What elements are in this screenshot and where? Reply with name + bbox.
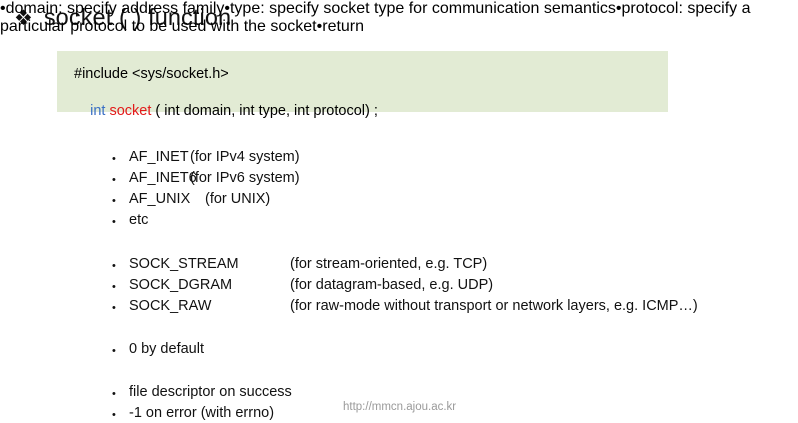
bullet-icon: • xyxy=(0,0,6,17)
sub-bullet-icon: • xyxy=(112,260,116,272)
sub-bullet-icon: • xyxy=(112,281,116,293)
watermark-url: http://mmcn.ajou.ac.kr xyxy=(343,401,457,413)
sub-bullet-icon: • xyxy=(112,195,116,207)
outline-level2-note: (for stream-oriented, e.g. TCP) xyxy=(290,256,488,272)
outline-level2-label: 0 by default xyxy=(129,341,204,357)
code-function-socket: socket xyxy=(109,102,152,119)
outline-level2-note: (for UNIX) xyxy=(205,191,271,207)
outline-level2-label: AF_UNIX xyxy=(129,191,191,207)
outline-level2-label: AF_INET6 xyxy=(129,170,197,186)
diamond-bullet-icon: ❖ xyxy=(14,7,33,31)
code-line-prototype: int socket ( int domain, int type, int p… xyxy=(74,89,378,133)
outline-level2-label: SOCK_DGRAM xyxy=(129,277,233,293)
outline-level1-label: return xyxy=(322,18,365,35)
sub-bullet-icon: • xyxy=(112,153,116,165)
sub-bullet-icon: • xyxy=(112,409,116,421)
outline-level2-label: SOCK_STREAM xyxy=(129,256,239,272)
page-title-text: socket ( ) function xyxy=(43,4,232,30)
outline-level2-note: (for datagram-based, e.g. UDP) xyxy=(290,277,494,293)
outline-level2-note: (for IPv4 system) xyxy=(190,149,300,165)
outline-level2-label: -1 on error (with errno) xyxy=(129,405,275,421)
sub-bullet-icon: • xyxy=(112,345,116,357)
code-line-include: #include <sys/socket.h> xyxy=(74,66,229,82)
code-keyword-int: int xyxy=(90,102,106,119)
outline-level1-label: type: specify socket type for communicat… xyxy=(229,0,616,17)
code-signature-rest: ( int domain, int type, int protocol) ; xyxy=(151,102,378,119)
sub-bullet-icon: • xyxy=(112,302,116,314)
outline-level1-label: protocol: specify a particular protocol … xyxy=(0,0,751,35)
bullet-icon: • xyxy=(316,18,323,35)
outline-level2-note: (for IPv6 system) xyxy=(190,170,300,186)
outline-level2-label: file descriptor on success xyxy=(129,384,292,400)
sub-bullet-icon: • xyxy=(112,388,116,400)
outline-level2-label: etc xyxy=(129,212,149,228)
outline-level2-label: SOCK_RAW xyxy=(129,298,212,314)
bullet-icon: • xyxy=(615,0,622,17)
bullet-icon: • xyxy=(224,0,230,17)
outline-level1-label: domain: specify address family xyxy=(5,0,225,17)
outline-level2-note: (for raw-mode without transport or netwo… xyxy=(290,298,698,314)
outline-level2-label: AF_INET xyxy=(129,149,189,165)
sub-bullet-icon: • xyxy=(112,174,116,186)
code-block: #include <sys/socket.h> int socket ( int… xyxy=(57,51,668,118)
page-title: ❖ socket ( ) function xyxy=(14,4,232,31)
sub-bullet-icon: • xyxy=(112,216,116,228)
